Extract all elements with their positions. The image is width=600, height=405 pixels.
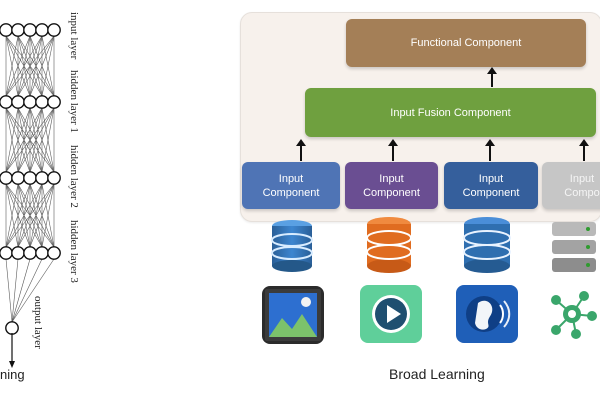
network-node [23,95,37,109]
network-node [11,23,25,37]
network-svg [0,23,61,368]
play-icon [360,285,422,343]
voice-icon-svg [466,296,511,332]
network-edge [17,183,55,248]
network-node [35,246,49,260]
arrow-input3-to-fusion [485,139,495,161]
input-component-box-4: Input Compo [542,162,600,209]
network-edge [5,107,31,173]
database-icon-orange [366,217,412,273]
network-edge [11,258,19,323]
database-icon-gray [552,222,596,272]
network-node [35,23,49,37]
network-edge [29,107,55,173]
network-node [47,95,61,109]
network-icon [546,286,598,344]
network-edge [5,35,19,97]
network-node [23,23,37,37]
hidden-layer-1-label: hidden layer 1 [68,70,80,133]
network-edge [11,258,31,323]
network-node [23,171,37,185]
network-edge [5,258,13,323]
network-edge [11,258,43,323]
network-node [0,23,13,37]
hidden-layer-2-label: hidden layer 2 [68,145,80,208]
network-edge [5,183,43,248]
database-icon-blue-2 [463,217,511,273]
neural-network-diagram: input layer hidden layer 1 hidden layer … [0,0,120,400]
play-icon-svg [372,295,410,333]
network-edge [17,107,55,173]
network-node [47,171,61,185]
network-edge [29,183,55,248]
voice-icon [456,285,518,343]
broad-learning-caption: Broad Learning [389,366,485,382]
database-icon-blue [271,220,313,272]
network-edge [17,35,55,97]
left-caption-fragment: ning [0,367,25,382]
image-icon-svg [265,289,321,341]
arrow-fusion-to-functional [487,67,497,87]
network-node [47,23,61,37]
network-edge [5,183,55,248]
image-icon [262,286,324,344]
hidden-layer-3-label: hidden layer 3 [68,220,80,283]
network-node [35,171,49,185]
network-node [0,95,13,109]
network-node [0,171,13,185]
network-edge [5,107,43,173]
network-edge [5,35,55,97]
network-node [23,246,37,260]
arrow-input4-to-fusion [579,139,589,161]
input-component-box-1: Input Component [242,162,340,209]
network-edge [5,35,43,97]
network-edge [5,183,19,248]
network-edge [5,107,19,173]
input-component-box-3: Input Component [444,162,538,209]
output-layer-label: output layer [32,296,44,349]
network-node [35,95,49,109]
input-fusion-component-box: Input Fusion Component [305,88,596,137]
network-edge [41,35,55,97]
input-component-box-2: Input Component [345,162,438,209]
network-edge [5,183,31,248]
network-node [47,246,61,260]
arrow-input2-to-fusion [388,139,398,161]
network-node [0,246,13,260]
network-edge [5,107,55,173]
network-node [11,171,25,185]
input-layer-label: input layer [68,12,80,60]
network-node [11,246,25,260]
arrow-input1-to-fusion [296,139,306,161]
network-icon-svg [551,291,597,339]
network-edge [29,35,55,97]
network-node [5,321,19,335]
network-edge [41,107,55,173]
functional-component-box: Functional Component [346,19,586,67]
network-edge [11,258,55,323]
network-edge [41,183,55,248]
output-arrow-head [9,361,15,368]
network-edge [5,35,31,97]
network-node [11,95,25,109]
